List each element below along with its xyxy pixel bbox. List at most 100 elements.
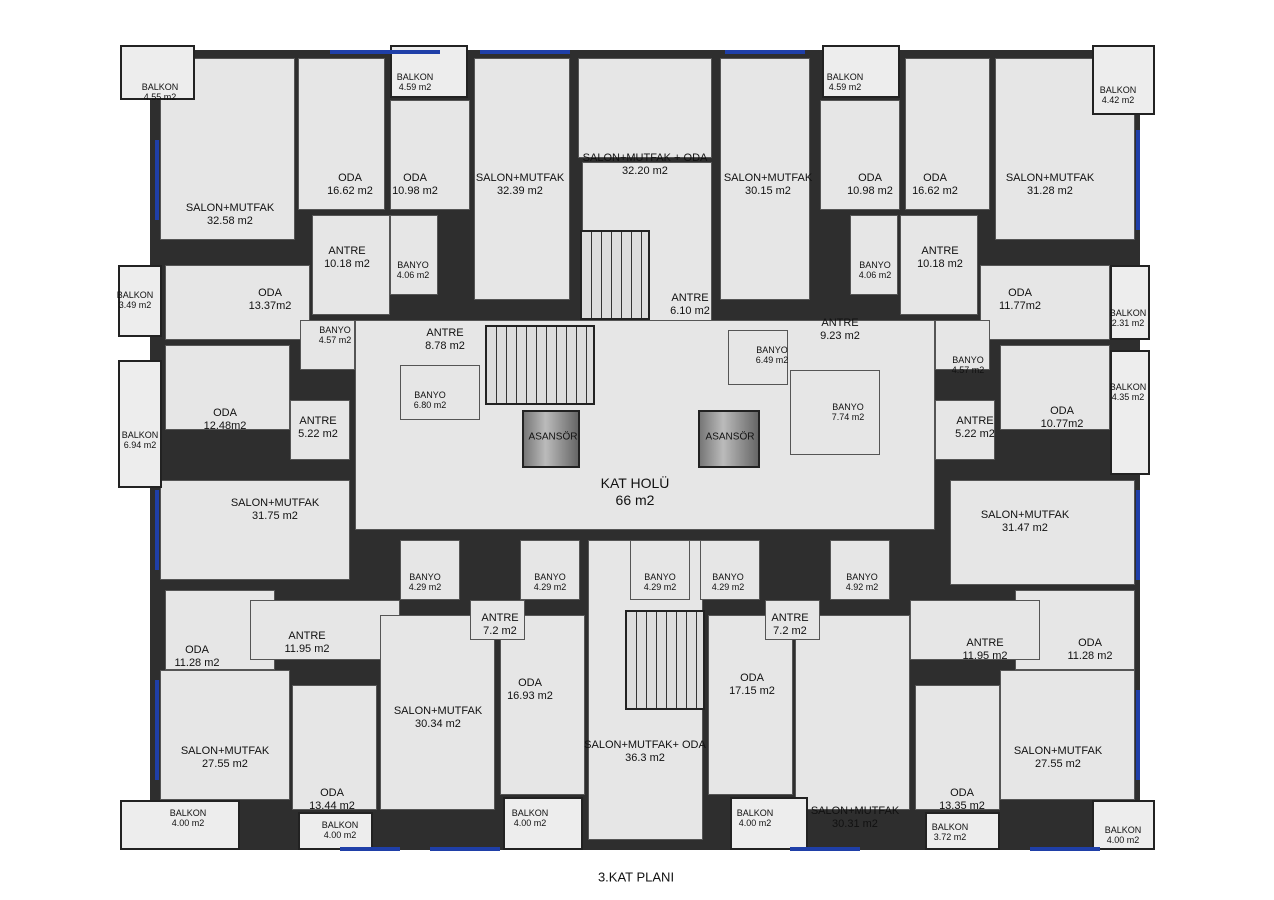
window: [155, 140, 159, 220]
window: [480, 50, 570, 54]
balcony-area: [118, 360, 162, 488]
room-area-value: 13.44 m2: [309, 800, 355, 812]
balcony-area: [120, 45, 195, 100]
room-area-value: 66 m2: [615, 492, 655, 508]
room-name: BALKON: [121, 430, 159, 440]
balcony-area: [925, 812, 1000, 850]
room-area: [500, 615, 585, 795]
room-area: [300, 320, 355, 370]
room-name: ANTRE: [956, 415, 994, 427]
elevator-right: [698, 410, 760, 468]
room-name: BANYO: [756, 345, 788, 355]
window: [155, 490, 159, 570]
room-area-value: 4.57 m2: [951, 365, 985, 375]
room-area-value: 4.00 m2: [171, 818, 205, 828]
room-area-value: 11.77m2: [999, 300, 1041, 312]
room-area-value: 31.75 m2: [252, 510, 298, 522]
room-name: BALKON: [736, 808, 774, 818]
room-area-value: 4.35 m2: [1111, 392, 1145, 402]
room-area-value: 4.42 m2: [1101, 95, 1135, 105]
window: [790, 847, 860, 851]
room-name: ANTRE: [328, 245, 366, 257]
room-area-value: 10.18 m2: [917, 258, 963, 270]
room-area: [165, 345, 290, 430]
room-name: ODA: [320, 787, 344, 799]
plan-title: 3.KAT PLANI: [597, 869, 675, 885]
room-area: [630, 540, 690, 600]
room-name: ANTRE: [671, 292, 709, 304]
room-area-value: 4.92 m2: [845, 582, 879, 592]
room-name: SALON+MUTFAK: [230, 497, 320, 509]
room-name: BALKON: [1099, 85, 1137, 95]
window: [725, 50, 805, 54]
balcony-area: [730, 797, 808, 850]
room-name: BALKON: [1109, 308, 1147, 318]
room-area: [720, 58, 810, 300]
room-area: [830, 540, 890, 600]
room-name: ODA: [338, 172, 362, 184]
room-area-value: 27.55 m2: [202, 758, 248, 770]
room-area: [474, 58, 570, 300]
window: [155, 680, 159, 780]
room-area-value: 13.37m2: [248, 300, 292, 312]
room-area-value: 7.74 m2: [831, 412, 865, 422]
room-area-value: 5.22 m2: [298, 428, 338, 440]
room-name: BALKON: [321, 820, 359, 830]
room-area: [980, 265, 1110, 340]
elevator-left: [522, 410, 580, 468]
room-area: [850, 215, 898, 295]
room-area-value: 4.06 m2: [396, 270, 430, 280]
room-name: SALON+MUTFAK + ODA: [582, 152, 708, 164]
room-name: ANTRE: [426, 327, 464, 339]
room-name: BALKON: [511, 808, 549, 818]
room-name: BANYO: [644, 572, 676, 582]
staircase: [625, 610, 705, 710]
room-area-value: 4.55 m2: [143, 92, 177, 102]
room-area: [915, 685, 1000, 810]
room-name: BALKON: [169, 808, 207, 818]
room-name: SALON+MUTFAK: [475, 172, 565, 184]
room-area-value: 30.31 m2: [832, 818, 878, 830]
room-area-value: 32.20 m2: [622, 165, 668, 177]
room-area-value: 4.29 m2: [408, 582, 442, 592]
room-area-value: 11.95 m2: [962, 650, 1008, 662]
room-name: ODA: [403, 172, 427, 184]
room-name: SALON+MUTFAK: [1005, 172, 1095, 184]
room-area-value: 31.47 m2: [1002, 522, 1048, 534]
room-area-value: 4.00 m2: [513, 818, 547, 828]
room-name: SALON+MUTFAK: [1013, 745, 1103, 757]
room-area-value: 13.35 m2: [939, 800, 985, 812]
room-area: [290, 400, 350, 460]
balcony-area: [118, 265, 162, 337]
room-name: BANYO: [846, 572, 878, 582]
room-area-value: 4.00 m2: [1106, 835, 1140, 845]
room-area-value: 4.00 m2: [323, 830, 357, 840]
window: [1136, 690, 1140, 780]
room-area: [728, 330, 788, 385]
room-name: ODA: [1078, 637, 1102, 649]
